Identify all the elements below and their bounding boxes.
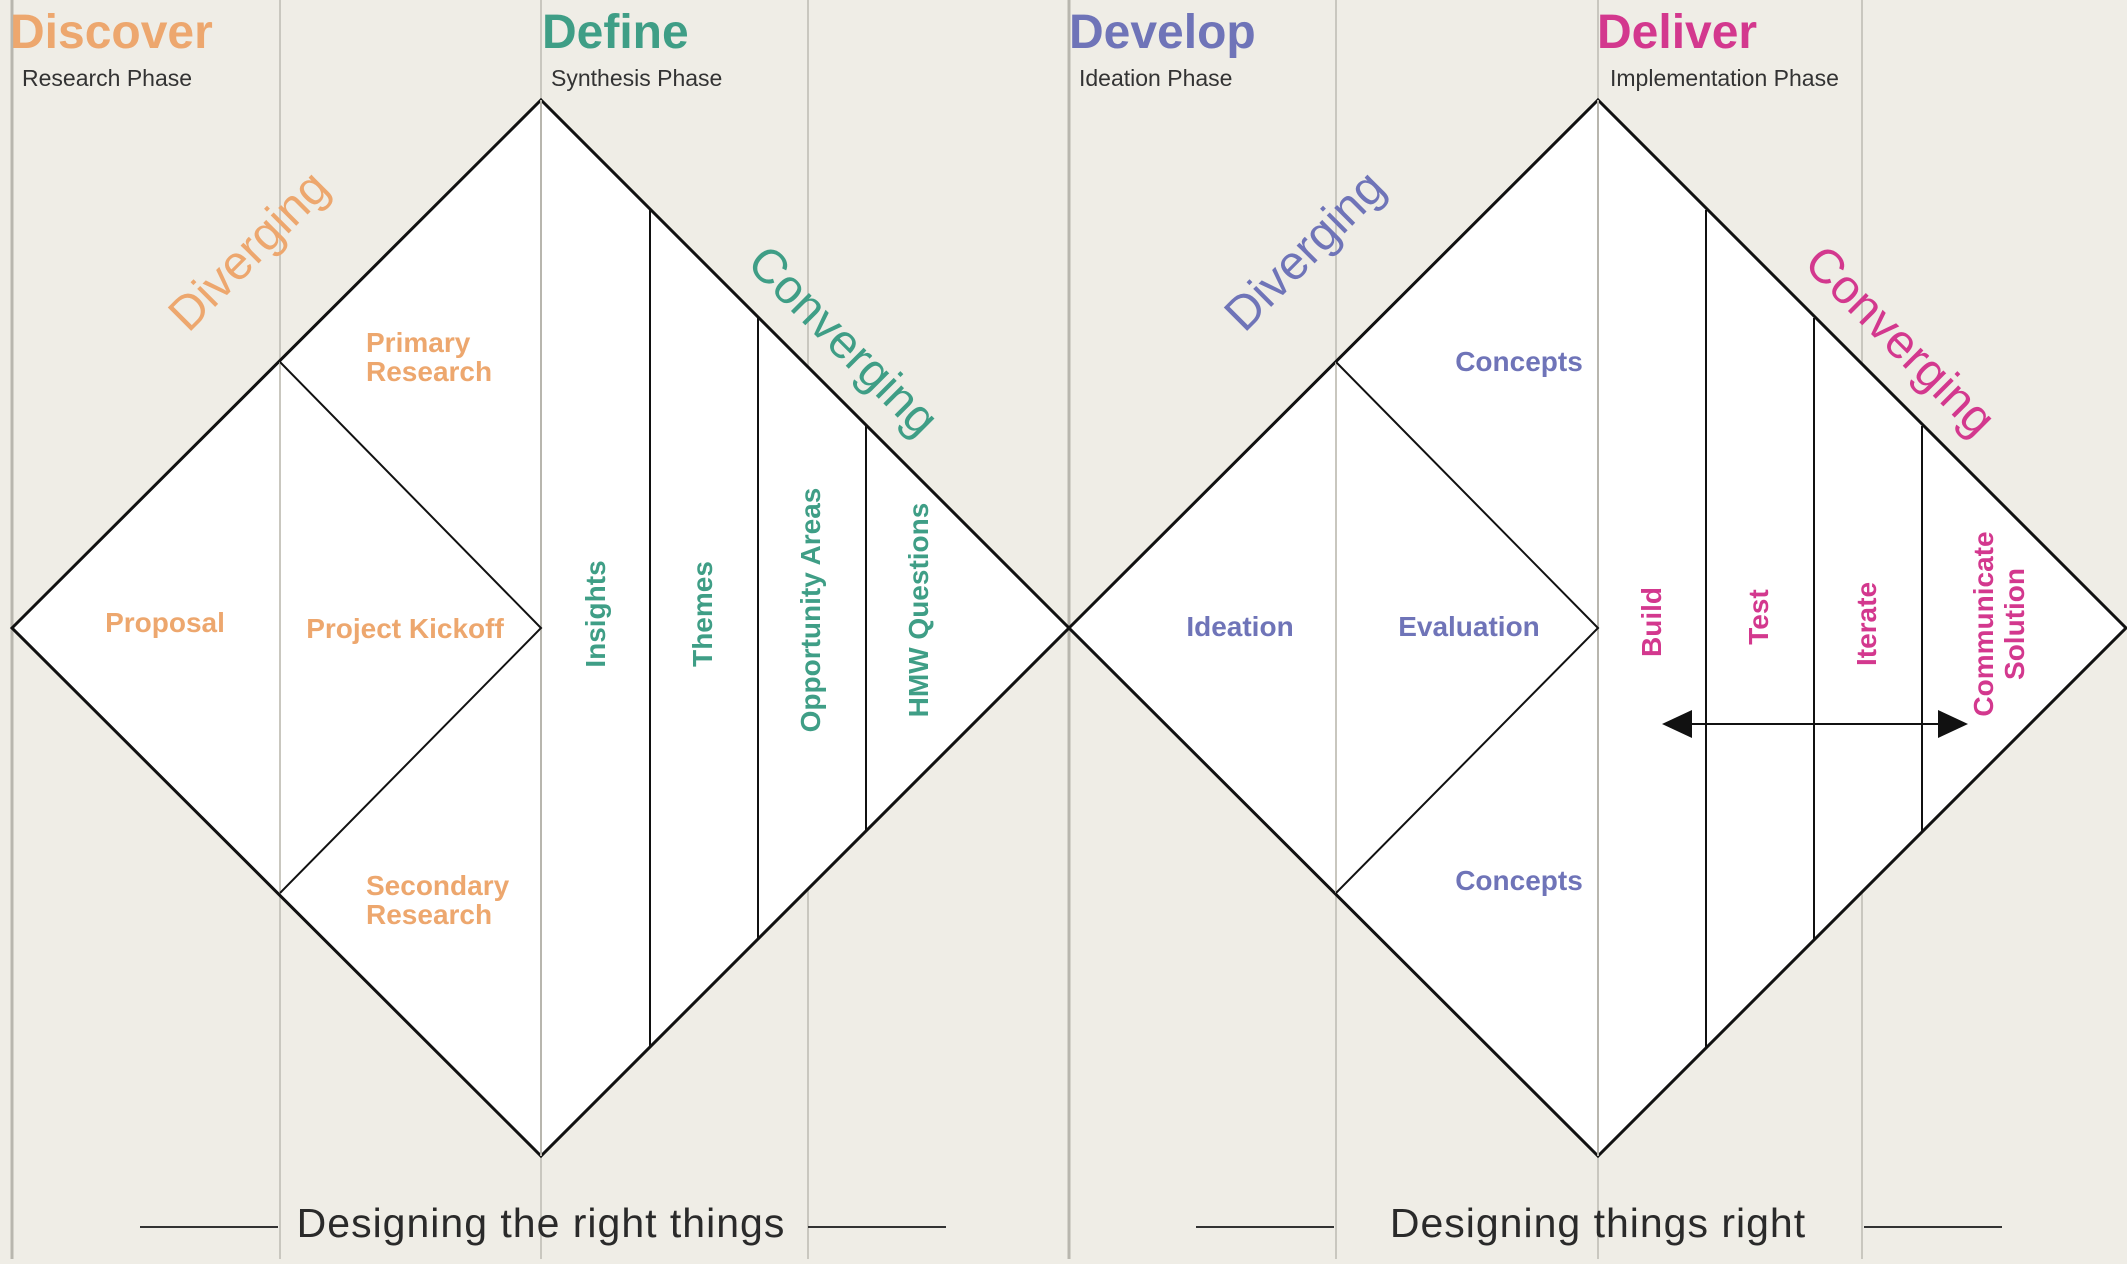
kickoff-wedge [279, 361, 543, 894]
primary-research-label: Primary [366, 327, 471, 358]
secondary-research-label: Research [366, 899, 492, 930]
footer-right-caption: Designing things right [1390, 1200, 1806, 1246]
footer: Designing the right things Designing thi… [140, 1200, 2002, 1246]
concepts-bottom-label: Concepts [1455, 865, 1583, 896]
project-kickoff-label: Project Kickoff [306, 613, 504, 644]
insights-label: Insights [580, 560, 611, 667]
diverging-label: Diverging [159, 161, 340, 342]
footer-left-caption: Designing the right things [297, 1200, 786, 1246]
diamond-discover-define [9, 97, 1072, 1159]
phase-subtitle-deliver: Implementation Phase [1610, 65, 1839, 91]
iterate-arrow-right-head [1938, 710, 1968, 738]
phase-title-develop: Develop [1069, 6, 1256, 59]
phase-title-define: Define [542, 6, 689, 59]
evaluation-wedge [1335, 361, 1600, 894]
phase-subtitle-discover: Research Phase [22, 65, 192, 91]
solution-label: Solution [1999, 568, 2030, 680]
hmw-questions-label: HMW Questions [903, 503, 934, 718]
phase-subtitle-define: Synthesis Phase [551, 65, 722, 91]
primary-research-label: Research [366, 356, 492, 387]
phase-subtitle-develop: Ideation Phase [1079, 65, 1232, 91]
iterate-arrow-left-head [1662, 710, 1692, 738]
ideation-label: Ideation [1186, 611, 1293, 642]
build-label: Build [1636, 587, 1667, 657]
secondary-research-label: Secondary [366, 870, 510, 901]
communicate-label: Communicate [1968, 531, 1999, 716]
themes-label: Themes [687, 561, 718, 667]
diverging-label: Diverging [1215, 161, 1396, 342]
proposal-label: Proposal [105, 607, 225, 638]
evaluation-label: Evaluation [1398, 611, 1540, 642]
test-label: Test [1743, 589, 1774, 645]
phase-title-discover: Discover [10, 6, 213, 59]
opportunity-areas-label: Opportunity Areas [795, 488, 826, 733]
iterate-label: Iterate [1851, 582, 1882, 666]
concepts-top-label: Concepts [1455, 346, 1583, 377]
phase-headers: Discover Research Phase Define Synthesis… [10, 6, 1839, 91]
phase-title-deliver: Deliver [1597, 6, 1757, 59]
diamond-develop-deliver [1066, 97, 2127, 1159]
